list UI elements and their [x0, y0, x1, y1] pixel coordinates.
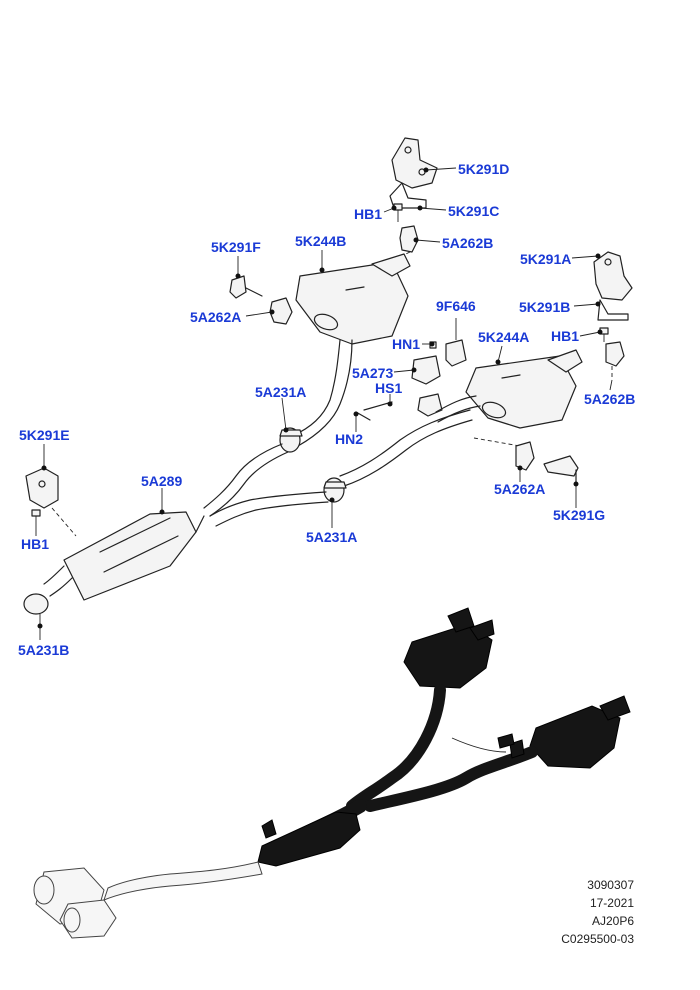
footer-model-code: AJ20P6: [591, 914, 634, 928]
callout-5a262a-right: 5A262A: [494, 481, 546, 497]
callout-5a231a-lower: 5A231A: [306, 529, 358, 545]
bracket-5k291e: [25, 467, 77, 537]
callout-5k291b: 5K291B: [519, 299, 571, 315]
callout-5a231b: 5A231B: [18, 642, 70, 658]
callout-5k291g: 5K291G: [553, 507, 606, 523]
footer-illustration-id: C0295500-03: [561, 932, 634, 946]
muffler-5k244a: [435, 349, 583, 429]
bolt-hb1-left: [31, 509, 41, 530]
callout-5a289: 5A289: [141, 473, 183, 489]
leader-lines: [35, 167, 613, 640]
clamp-5a231b: [23, 593, 49, 626]
callout-hb1-left: HB1: [21, 536, 50, 552]
callout-5k244a: 5K244A: [478, 329, 530, 345]
callout-hb1-right: HB1: [551, 328, 580, 344]
callout-5a262b-top: 5A262B: [442, 235, 494, 251]
isolator-5a262b-top: [387, 225, 419, 263]
footer-ref-number: 3090307: [587, 878, 634, 892]
bracket-5k291a: [593, 251, 633, 321]
footer-date-range: 17-2021: [589, 896, 634, 910]
resonator-5a289: [43, 511, 205, 601]
sensor-9f646: [445, 318, 467, 367]
callout-hn1: HN1: [392, 336, 421, 352]
callout-5a231a-upper: 5A231A: [255, 384, 307, 400]
clamp-5a231a-lower: [323, 477, 347, 503]
gasket-5a273: [411, 355, 443, 417]
isolator-5a262b-right: [605, 341, 625, 380]
isolator-5a262a-right: [515, 441, 535, 471]
callout-hn2: HN2: [335, 431, 364, 447]
bracket-5k291d: [389, 137, 438, 209]
callout-5k291f: 5K291F: [211, 239, 261, 255]
muffler-5k244b: [295, 253, 411, 345]
callout-hs1: HS1: [375, 380, 403, 396]
bracket-5k291g: [543, 455, 579, 485]
callout-5k291e: 5K291E: [19, 427, 70, 443]
stud-hs1: [355, 401, 393, 421]
assembled-exhaust-silhouette: [33, 607, 631, 939]
callout-5a273: 5A273: [352, 365, 394, 381]
callout-5k291d: 5K291D: [458, 161, 510, 177]
bracket-5k291f: [229, 275, 263, 299]
callout-hb1-top: HB1: [354, 206, 383, 222]
callout-5k291a: 5K291A: [520, 251, 572, 267]
callout-5k291c: 5K291C: [448, 203, 500, 219]
callout-9f646: 9F646: [436, 298, 476, 314]
callout-5a262b-right: 5A262B: [584, 391, 636, 407]
clamp-5a231a-upper: [279, 427, 303, 453]
callout-5k244b: 5K244B: [295, 233, 347, 249]
callout-5a262a-left: 5A262A: [190, 309, 242, 325]
